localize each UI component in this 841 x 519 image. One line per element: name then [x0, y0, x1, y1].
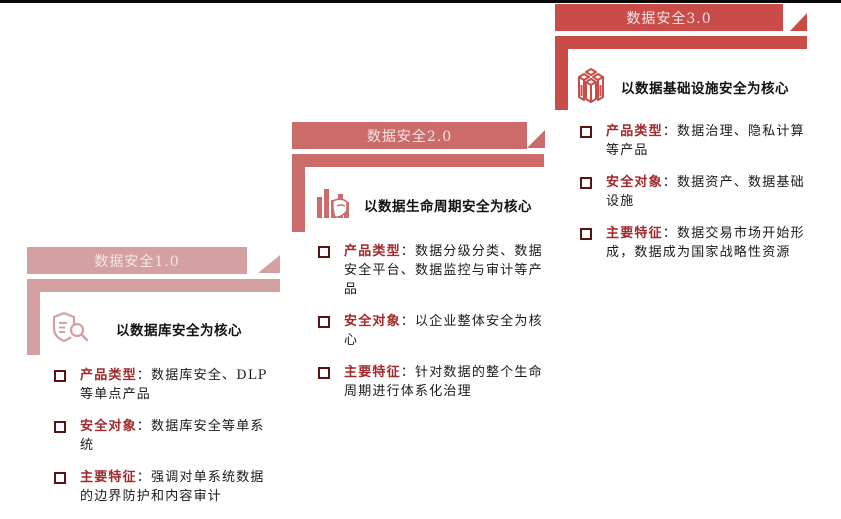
checkbox-bullet-icon: [580, 177, 592, 189]
stage-2-bracket-top: [292, 154, 544, 167]
stage-3-title-text: 数据安全3.0: [626, 10, 712, 27]
stage-3-items: 产品类型：数据治理、隐私计算等产品 安全对象：数据资产、数据基础设施 主要特征：…: [580, 122, 805, 275]
stage-2-items: 产品类型：数据分级分类、数据安全平台、数据监控与审计等产品 安全对象：以企业整体…: [318, 242, 543, 414]
stage-3-item: 产品类型：数据治理、隐私计算等产品: [580, 122, 805, 160]
checkbox-bullet-icon: [54, 370, 66, 382]
stage-2-corner-triangle: [527, 130, 545, 148]
stage-1-item: 主要特征：强调对单系统数据的边界防护和内容审计: [54, 468, 276, 506]
stage-2-item: 安全对象：以企业整体安全为核心: [318, 312, 543, 350]
stage-1-corner-triangle: [258, 255, 280, 273]
stage-1-core: 以数据库安全为核心: [50, 311, 242, 347]
stage-1-bracket-top: [27, 279, 280, 292]
checkbox-bullet-icon: [580, 228, 592, 240]
stage-3-corner-triangle: [790, 13, 807, 31]
database-search-shield-icon: [50, 311, 92, 347]
stage-2-title: 数据安全2.0: [292, 122, 527, 149]
stage-3-item: 安全对象：数据资产、数据基础设施: [580, 173, 805, 211]
stage-1-bracket-side: [27, 279, 40, 355]
stage-1-items: 产品类型：数据库安全、DLP等单点产品 安全对象：数据库安全等单系统 主要特征：…: [54, 366, 276, 519]
stage-2-core: 以数据生命周期安全为核心: [316, 187, 532, 223]
checkbox-bullet-icon: [580, 126, 592, 138]
stage-2-title-text: 数据安全2.0: [366, 128, 453, 145]
stage-2-item: 产品类型：数据分级分类、数据安全平台、数据监控与审计等产品: [318, 242, 543, 299]
stage-2-item: 主要特征：针对数据的整个生命周期进行体系化治理: [318, 363, 543, 401]
stage-3-bracket-top: [555, 36, 807, 49]
checkbox-bullet-icon: [54, 472, 66, 484]
stage-3-core-text: 以数据基础设施安全为核心: [621, 81, 789, 97]
top-border: [0, 0, 841, 3]
stage-1-item: 安全对象：数据库安全等单系统: [54, 417, 276, 455]
checkbox-bullet-icon: [318, 316, 330, 328]
stage-3-bracket-side: [555, 36, 568, 110]
stage-1-title-text: 数据安全1.0: [94, 253, 180, 270]
stage-1-core-text: 以数据库安全为核心: [116, 323, 242, 339]
infrastructure-cubes-icon: [575, 67, 607, 107]
stage-1-item: 产品类型：数据库安全、DLP等单点产品: [54, 366, 276, 404]
lifecycle-bar-chart-icon: [316, 187, 350, 223]
checkbox-bullet-icon: [318, 246, 330, 258]
checkbox-bullet-icon: [54, 421, 66, 433]
stage-3-core: 以数据基础设施安全为核心: [575, 67, 789, 107]
stage-3-item: 主要特征：数据交易市场开始形成，数据成为国家战略性资源: [580, 224, 805, 262]
stage-1-title: 数据安全1.0: [27, 247, 247, 274]
checkbox-bullet-icon: [318, 367, 330, 379]
stage-3-title: 数据安全3.0: [555, 4, 783, 31]
stage-2-bracket-side: [292, 154, 305, 232]
stage-2-core-text: 以数据生命周期安全为核心: [364, 199, 532, 215]
